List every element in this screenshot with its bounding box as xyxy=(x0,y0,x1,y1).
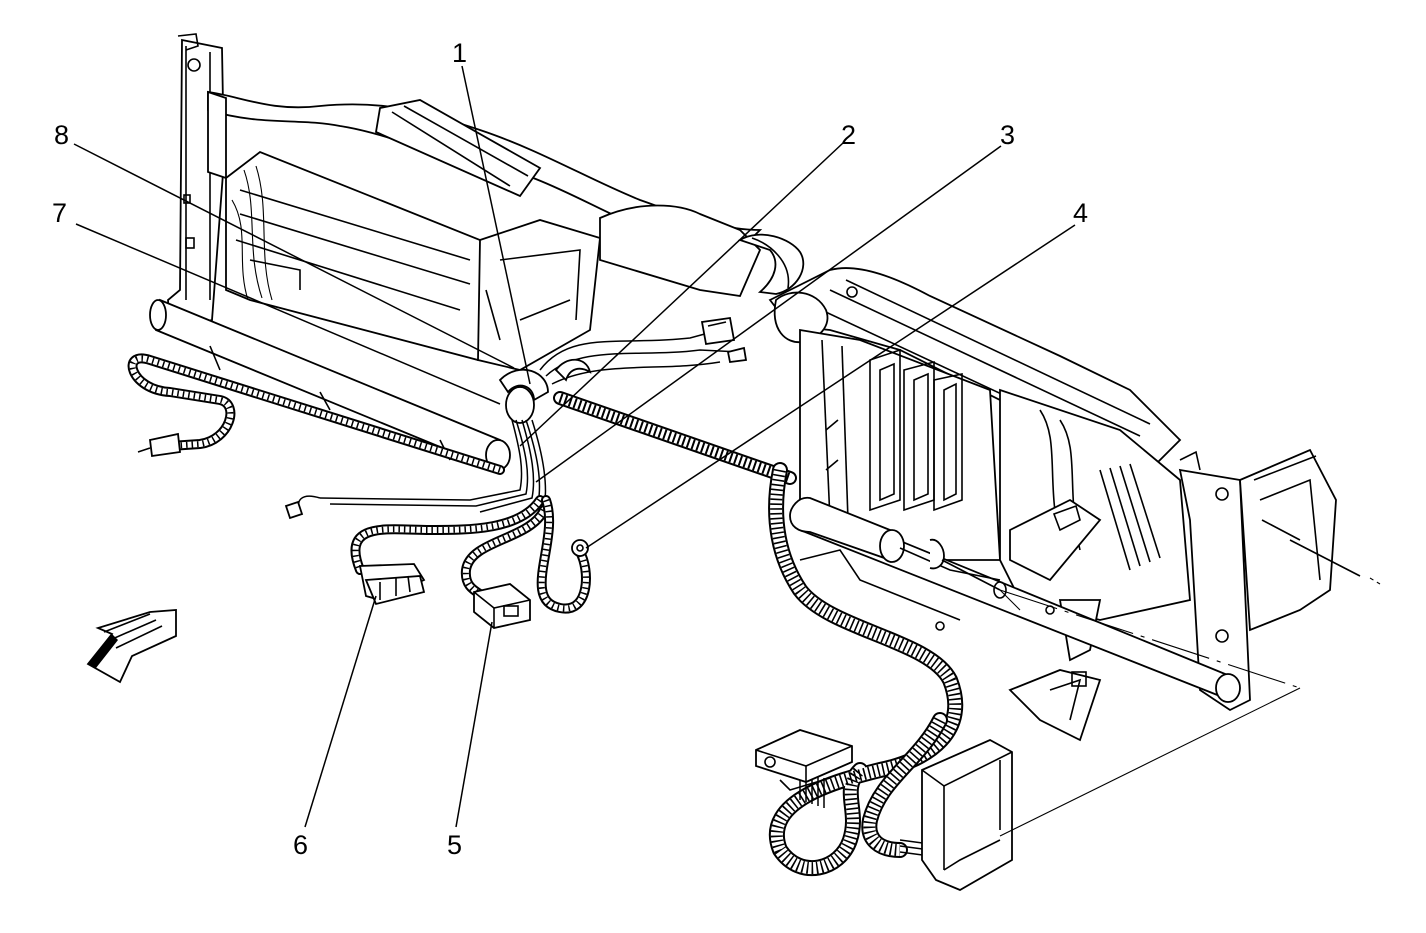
callout-6: 6 xyxy=(293,830,308,860)
harness-grommet xyxy=(498,368,549,424)
lower-module-small xyxy=(755,729,853,791)
connector-6 xyxy=(358,563,426,606)
leader-lines xyxy=(73,65,1076,828)
callout-5: 5 xyxy=(447,830,462,860)
callout-4: 4 xyxy=(1073,198,1088,228)
right-lower-harness xyxy=(768,462,964,876)
lower-module-large xyxy=(921,738,1013,892)
hvac-module xyxy=(225,150,601,371)
antenna-cable xyxy=(127,353,505,475)
alignment-lines xyxy=(999,589,1301,837)
callout-1: 1 xyxy=(452,38,467,68)
forward-direction-arrow-icon xyxy=(86,609,177,684)
main-front-harness xyxy=(553,391,797,485)
callout-8: 8 xyxy=(54,120,69,150)
callout-3: 3 xyxy=(1000,120,1015,150)
connector-5 xyxy=(473,583,531,629)
callout-2: 2 xyxy=(841,120,856,150)
callout-7: 7 xyxy=(52,198,67,228)
lower-cross-tube xyxy=(789,496,1241,742)
right-side-bracket xyxy=(1178,448,1381,712)
center-vent-support xyxy=(799,328,1001,561)
left-side-bracket xyxy=(167,33,225,332)
